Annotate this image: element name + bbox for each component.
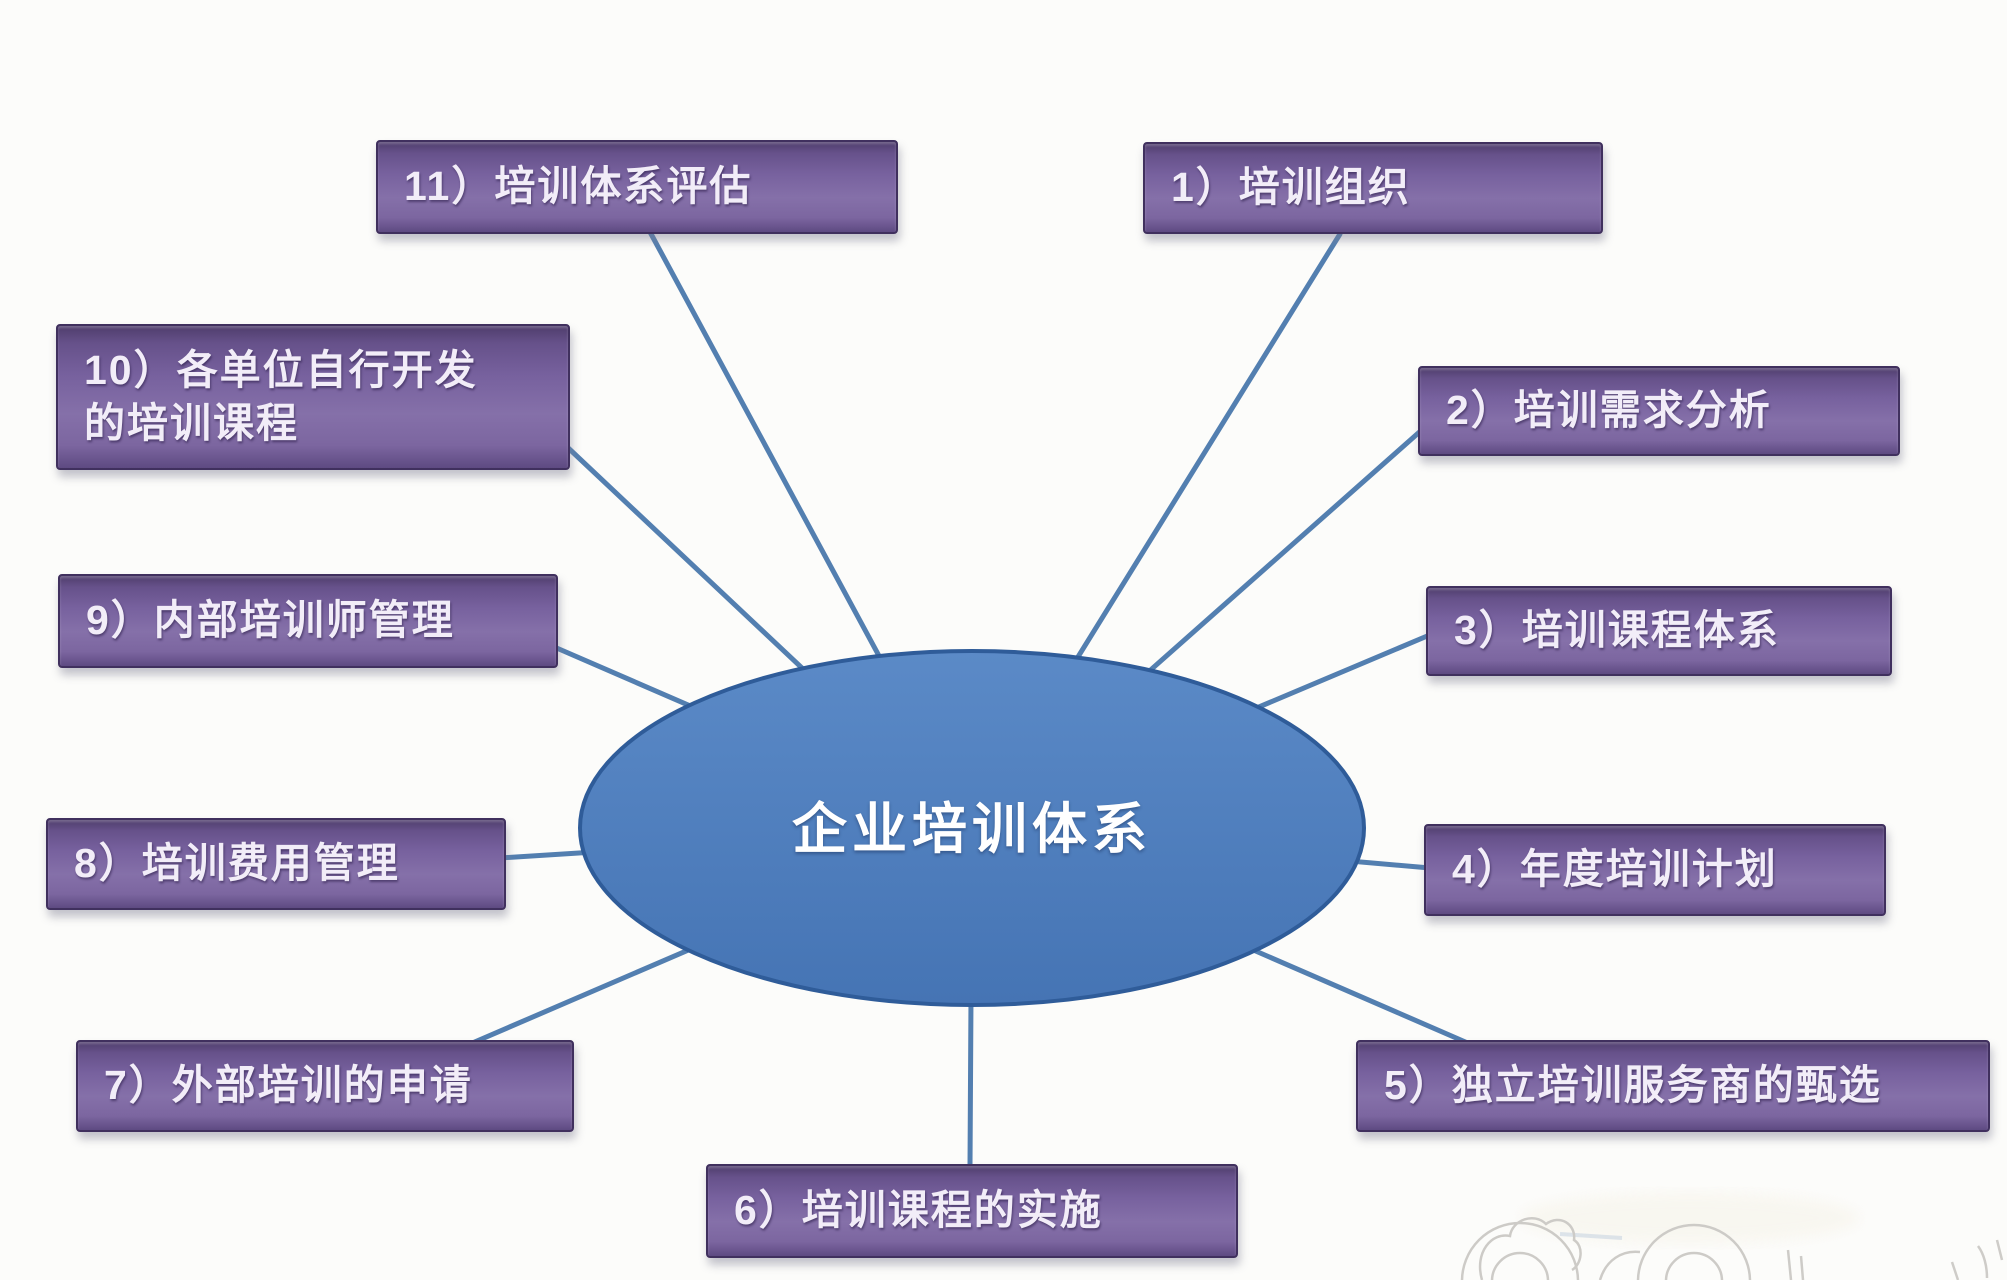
node-box-9: 9）内部培训师管理 bbox=[58, 574, 558, 668]
node-label-2: 2）培训需求分析 bbox=[1446, 387, 1772, 434]
node-box-10: 10）各单位自行开发 的培训课程 bbox=[56, 324, 570, 470]
node-label-4: 4）年度培训计划 bbox=[1452, 846, 1778, 893]
node-label-7: 7）外部培训的申请 bbox=[104, 1062, 473, 1109]
watermark-doodle bbox=[1460, 1192, 2004, 1280]
node-label-6: 6）培训课程的实施 bbox=[734, 1187, 1103, 1234]
node-label-5: 5）独立培训服务商的甄选 bbox=[1384, 1062, 1882, 1109]
node-label-10: 10）各单位自行开发 的培训课程 bbox=[84, 346, 478, 446]
node-box-11: 11）培训体系评估 bbox=[376, 140, 898, 234]
node-box-6: 6）培训课程的实施 bbox=[706, 1164, 1238, 1258]
node-label-1: 1）培训组织 bbox=[1171, 164, 1411, 211]
node-box-4: 4）年度培训计划 bbox=[1424, 824, 1886, 916]
node-box-8: 8）培训费用管理 bbox=[46, 818, 506, 910]
node-box-7: 7）外部培训的申请 bbox=[76, 1040, 574, 1132]
node-label-8: 8）培训费用管理 bbox=[74, 840, 400, 887]
node-box-3: 3）培训课程体系 bbox=[1426, 586, 1892, 676]
node-box-2: 2）培训需求分析 bbox=[1418, 366, 1900, 456]
node-label-11: 11）培训体系评估 bbox=[404, 163, 753, 210]
node-label-3: 3）培训课程体系 bbox=[1454, 607, 1780, 654]
node-box-5: 5）独立培训服务商的甄选 bbox=[1356, 1040, 1990, 1132]
node-box-1: 1）培训组织 bbox=[1143, 142, 1603, 234]
center-label: 企业培训体系 bbox=[791, 796, 1152, 861]
center-ellipse bbox=[578, 649, 1366, 1007]
node-label-9: 9）内部培训师管理 bbox=[86, 597, 455, 644]
